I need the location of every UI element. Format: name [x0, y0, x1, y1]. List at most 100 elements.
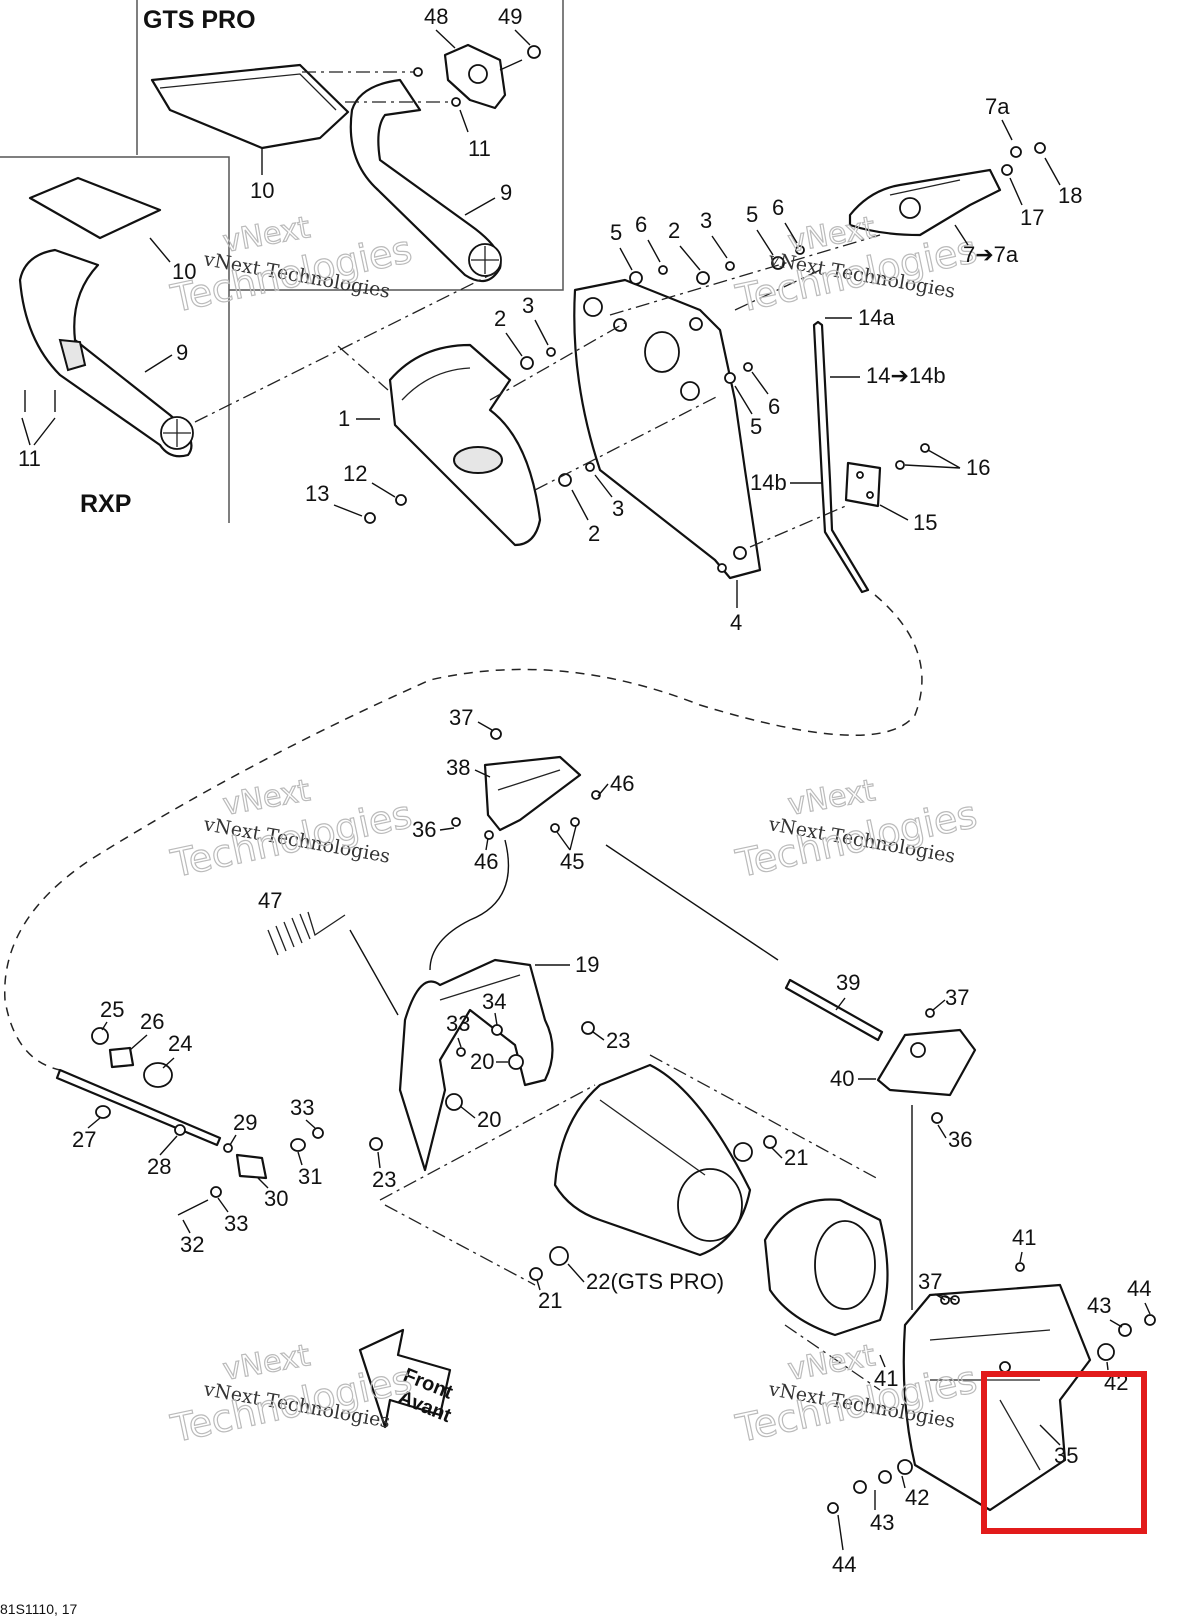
callout-labels: 48 49 11 10 9 10 9 11 7a 18 17 7➔7a 5 6 …	[18, 4, 1151, 1577]
callout-34: 34	[482, 989, 506, 1014]
callout-49: 49	[498, 4, 522, 29]
callout-3c: 3	[612, 496, 624, 521]
callout-29: 29	[233, 1110, 257, 1135]
watermark-2: vNext vNext Technologies Technologies	[731, 210, 981, 322]
part-1-cover	[388, 343, 542, 547]
callout-42b: 42	[905, 1485, 929, 1510]
callout-25: 25	[100, 997, 124, 1022]
callout-14-to-14b: 14➔14b	[866, 363, 946, 388]
callout-22-gts-pro: 22(GTS PRO)	[586, 1269, 724, 1294]
callout-37a: 37	[449, 705, 473, 730]
nozzle-ring	[763, 1198, 889, 1337]
part-15-plate	[844, 461, 882, 508]
part-10-rxp-plate	[28, 176, 162, 240]
callout-48: 48	[424, 4, 448, 29]
callout-11-gts: 11	[468, 136, 491, 161]
callout-6b: 6	[772, 195, 784, 220]
part-40-bracket	[876, 1028, 977, 1097]
callout-41b: 41	[874, 1366, 898, 1391]
callout-15: 15	[913, 510, 937, 535]
callout-4: 4	[730, 610, 742, 635]
callout-44b: 44	[832, 1552, 856, 1577]
part-38-bracket	[483, 728, 582, 832]
callout-36b: 36	[948, 1127, 972, 1152]
callout-19: 19	[575, 952, 599, 977]
callout-1: 1	[338, 406, 350, 431]
callout-24: 24	[168, 1031, 192, 1056]
callout-16: 16	[966, 455, 990, 480]
callout-11-rxp: 11	[18, 446, 41, 471]
part-9-rxp-arm	[18, 248, 194, 458]
callout-5b: 5	[746, 202, 758, 227]
part-9-gts-arm	[349, 78, 502, 283]
part-22-nozzle	[553, 1063, 752, 1257]
callout-37b: 37	[945, 985, 969, 1010]
part-7-lever	[848, 142, 1046, 237]
watermark-4: vNext vNext Technologies Technologies	[731, 773, 981, 887]
callout-37c: 37	[918, 1269, 942, 1294]
part-49-screw	[499, 45, 541, 71]
part-47-spring	[267, 911, 346, 956]
callout-6a: 6	[635, 212, 647, 237]
callout-9-rxp: 9	[176, 340, 188, 365]
callout-27: 27	[72, 1127, 96, 1152]
callout-45: 45	[560, 849, 584, 874]
callout-7a: 7a	[985, 94, 1010, 119]
callout-33a: 33	[446, 1011, 470, 1036]
callout-2c: 2	[588, 521, 600, 546]
callout-23b: 23	[372, 1167, 396, 1192]
callout-9-gts: 9	[500, 180, 512, 205]
steering-shaft-group	[55, 1027, 324, 1216]
callout-46b: 46	[474, 849, 498, 874]
callout-13: 13	[305, 481, 329, 506]
callout-41a: 41	[1012, 1225, 1036, 1250]
callout-33b: 33	[290, 1095, 314, 1120]
callout-26: 26	[140, 1009, 164, 1034]
part-39-rod	[784, 978, 884, 1042]
callout-10-gts: 10	[250, 178, 274, 203]
callout-43a: 43	[1087, 1293, 1111, 1318]
callout-3a: 3	[700, 208, 712, 233]
callout-43b: 43	[870, 1510, 894, 1535]
callout-31: 31	[298, 1164, 322, 1189]
gts-pro-inset: GTS PRO	[136, 0, 564, 291]
callout-20b: 20	[477, 1107, 501, 1132]
part-10-gts-plate	[150, 63, 350, 150]
callout-7-to-7a: 7➔7a	[963, 242, 1019, 267]
callout-40: 40	[830, 1066, 854, 1091]
callout-18: 18	[1058, 183, 1082, 208]
callout-5a: 5	[610, 220, 622, 245]
gts-pro-title: GTS PRO	[143, 6, 256, 34]
callout-21b: 21	[538, 1288, 562, 1313]
callout-47: 47	[258, 888, 282, 913]
callout-33c: 33	[224, 1211, 248, 1236]
callout-20a: 20	[470, 1049, 494, 1074]
callout-2b: 2	[494, 306, 506, 331]
callout-23a: 23	[606, 1028, 630, 1053]
callout-36a: 36	[412, 817, 436, 842]
middle-hardware	[369, 790, 1156, 1514]
callout-17: 17	[1020, 205, 1044, 230]
callout-6c: 6	[768, 394, 780, 419]
rxp-title: RXP	[80, 490, 131, 518]
callout-28: 28	[147, 1154, 171, 1179]
rxp-inset: RXP	[0, 156, 230, 523]
part-35-venturi	[902, 1283, 1092, 1512]
callout-39: 39	[836, 970, 860, 995]
callout-38: 38	[446, 755, 470, 780]
callout-21a: 21	[784, 1145, 808, 1170]
callout-12: 12	[343, 461, 367, 486]
callout-30: 30	[264, 1186, 288, 1211]
callout-44a: 44	[1127, 1276, 1151, 1301]
callout-46a: 46	[610, 771, 634, 796]
callout-2a: 2	[668, 218, 680, 243]
cable-routing-path	[4, 594, 923, 1071]
part-48-bracket	[443, 43, 507, 110]
callout-14b: 14b	[750, 470, 787, 495]
highlight-part-35	[981, 1371, 1147, 1534]
callout-35: 35	[1054, 1443, 1078, 1468]
callout-14a: 14a	[858, 305, 895, 330]
callout-32: 32	[180, 1232, 204, 1257]
callout-3b: 3	[522, 293, 534, 318]
part-4-plate	[573, 278, 762, 580]
